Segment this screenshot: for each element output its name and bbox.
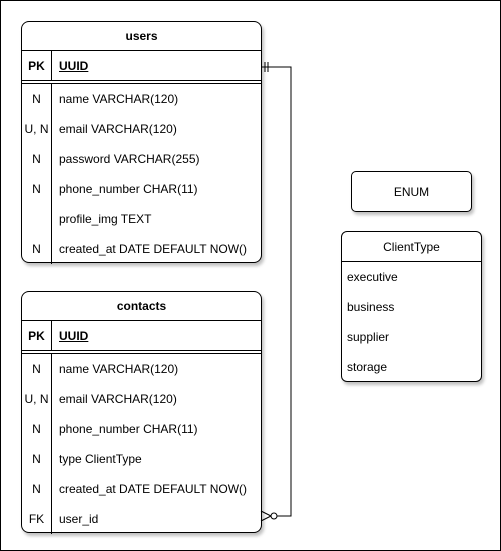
contacts-row-key: N [22,414,52,444]
contacts-row-key: FK [22,504,52,534]
contacts-row-key: N [22,474,52,504]
client-type-value: executive [347,270,398,284]
contacts-row: N type ClientType [22,444,261,474]
zero-or-many-marker [260,510,278,522]
users-row: profile_img TEXT [22,204,261,234]
contacts-row-key: N [22,444,52,474]
contacts-row: N created_at DATE DEFAULT NOW() [22,474,261,504]
users-row: N password VARCHAR(255) [22,144,261,174]
users-pk-field: UUID [59,58,89,73]
users-row: N name VARCHAR(120) [22,84,261,114]
users-table-title: users [22,22,261,51]
users-row-field: created_at DATE DEFAULT NOW() [59,242,248,256]
users-pk-key: PK [22,51,52,80]
client-type-table[interactable]: ClientType executive business supplier s… [341,231,482,382]
contacts-row: N name VARCHAR(120) [22,354,261,384]
users-pk-row: PK UUID [22,51,261,84]
users-row-field: name VARCHAR(120) [59,92,179,106]
contacts-row-field: phone_number CHAR(11) [59,422,198,436]
contacts-table-title: contacts [22,292,261,321]
users-row-field: password VARCHAR(255) [59,152,200,166]
users-row-field: profile_img TEXT [59,212,152,226]
users-row: N phone_number CHAR(11) [22,174,261,204]
contacts-row-field: name VARCHAR(120) [59,362,179,376]
contacts-row: U, N email VARCHAR(120) [22,384,261,414]
users-row-field: phone_number CHAR(11) [59,182,198,196]
users-row-key: N [22,174,52,204]
enum-label: ENUM [393,184,430,199]
contacts-row-field: user_id [59,512,99,526]
contacts-pk-row: PK UUID [22,321,261,354]
enum-label-box[interactable]: ENUM [351,171,472,212]
client-type-value: supplier [347,330,390,344]
contacts-pk-field: UUID [59,328,89,343]
contacts-row-key: N [22,354,52,384]
users-row-key [22,204,52,234]
contacts-table[interactable]: contacts PK UUID N name VARCHAR(120) U, … [21,291,262,534]
users-row: U, N email VARCHAR(120) [22,114,261,144]
contacts-row-field: created_at DATE DEFAULT NOW() [59,482,248,496]
users-row-key: N [22,234,52,264]
contacts-row: FK user_id [22,504,261,534]
contacts-row: N phone_number CHAR(11) [22,414,261,444]
users-contacts-relationship-line[interactable] [261,66,292,517]
users-row-key: U, N [22,114,52,144]
users-row-key: N [22,144,52,174]
contacts-row-field: email VARCHAR(120) [59,392,177,406]
users-table[interactable]: users PK UUID N name VARCHAR(120) U, N e… [21,21,262,264]
contacts-row-field: type ClientType [59,452,142,466]
users-row-field: email VARCHAR(120) [59,122,177,136]
client-type-value: business [347,300,395,314]
client-type-value: storage [347,360,388,374]
contacts-pk-key: PK [22,321,52,350]
client-type-title: ClientType [342,232,481,262]
users-row-key: N [22,84,52,114]
users-row: N created_at DATE DEFAULT NOW() [22,234,261,264]
contacts-row-key: U, N [22,384,52,414]
